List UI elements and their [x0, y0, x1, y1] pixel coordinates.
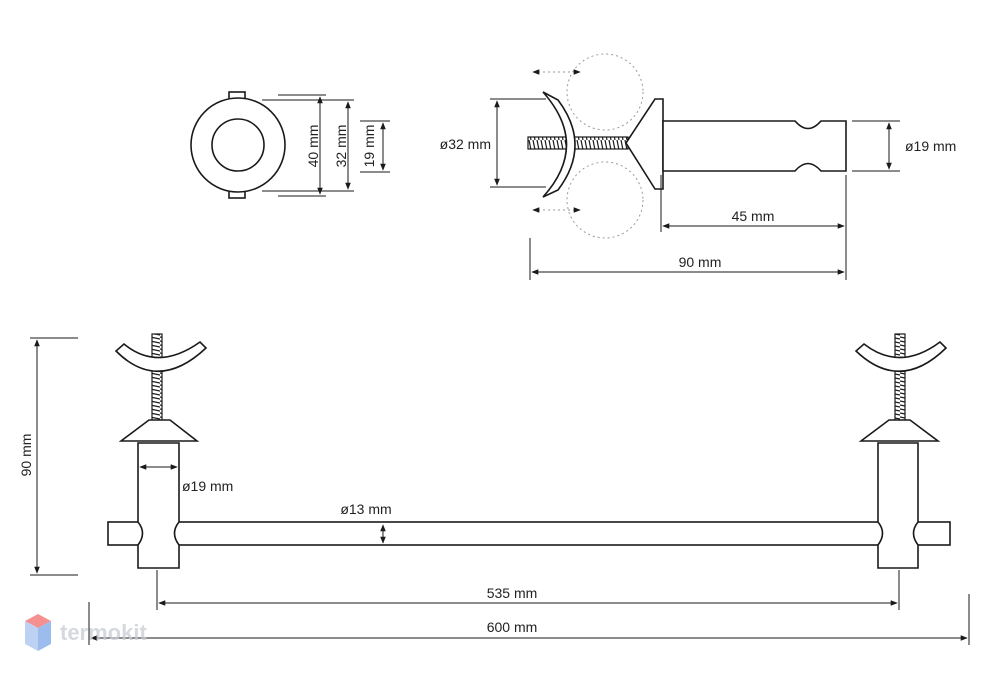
dim-label-32: 32 mm [333, 125, 349, 168]
ring-view: 40 mm 32 mm 19 mm [190, 91, 390, 199]
dim-label-post: ø19 mm [182, 478, 233, 494]
dim-label-height: 90 mm [18, 434, 34, 477]
dim-label-tube: ø19 mm [905, 138, 956, 154]
dim-label-19: 19 mm [361, 125, 377, 168]
side-cup [542, 91, 576, 198]
cube-icon [25, 614, 51, 651]
side-tube [662, 120, 847, 172]
left-post: ø19 mm [114, 333, 233, 569]
side-flange [625, 98, 664, 190]
right-post [854, 333, 948, 569]
front-view: 90 mm ø19 mm ø13 mm 535 mm [18, 333, 970, 645]
dim-label-cup: ø32 mm [440, 136, 491, 152]
dim-label-535: 535 mm [487, 585, 538, 601]
dim-label-90-side: 90 mm [679, 254, 722, 270]
dim-label-45: 45 mm [732, 208, 775, 224]
dim-label-bar: ø13 mm [340, 501, 391, 517]
dim-label-40: 40 mm [305, 125, 321, 168]
front-bar [107, 521, 951, 546]
termokit-logo: termokit [25, 614, 147, 651]
side-view: ø32 mm ø19 mm 45 mm 90 mm [440, 53, 956, 280]
logo-text: termokit [60, 620, 147, 645]
dim-label-600: 600 mm [487, 619, 538, 635]
